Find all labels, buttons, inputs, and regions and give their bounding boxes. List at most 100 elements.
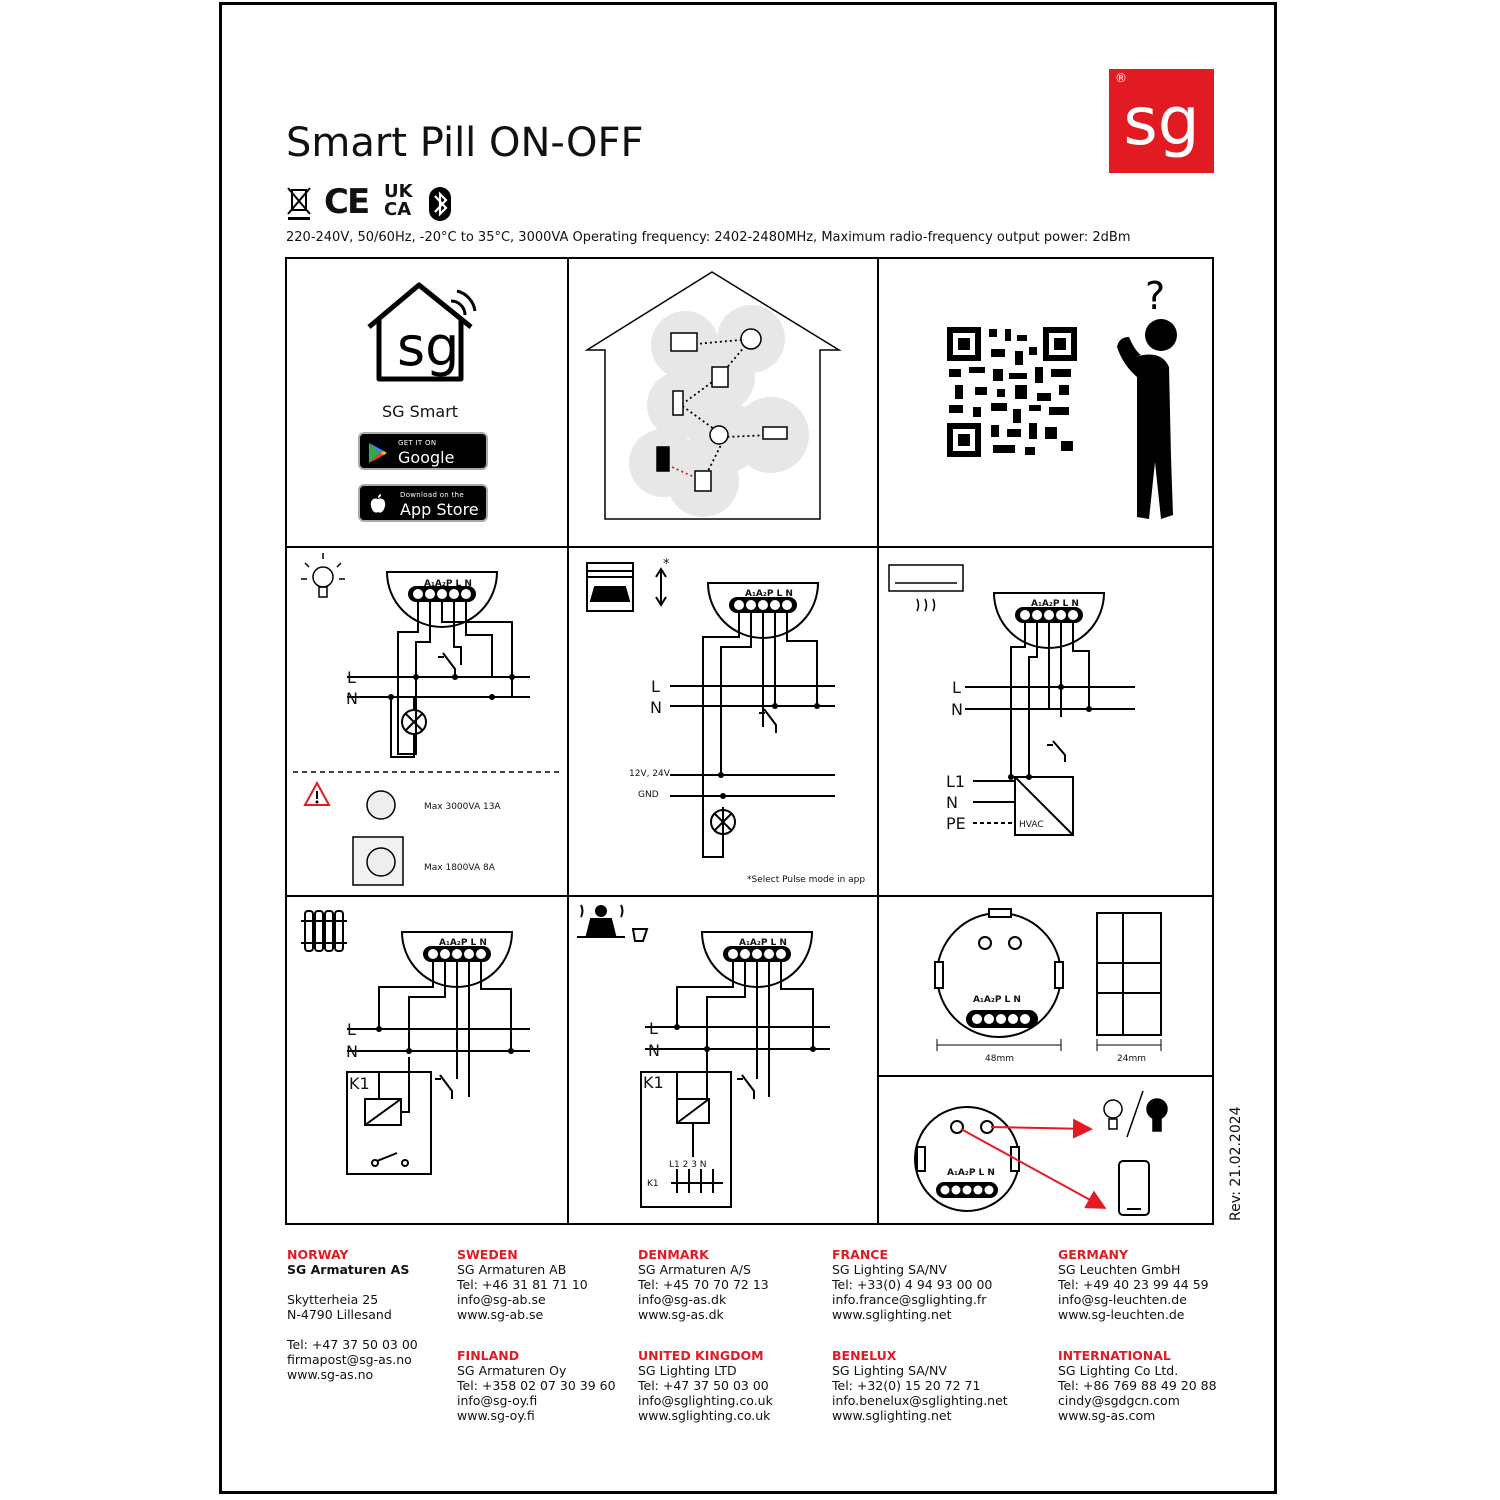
contact-finland: FINLAND SG Armaturen Oy Tel: +358 02 07 …	[457, 1348, 616, 1423]
ce-mark: CE	[324, 182, 370, 222]
contact-sweden: SWEDEN SG Armaturen AB Tel: +46 31 81 71…	[457, 1247, 588, 1322]
load-max-flush-box: Max 3000VA 13A	[424, 802, 501, 812]
contact-line	[287, 1277, 418, 1292]
terminal-labels-radiator: A₁A₂P L N	[439, 938, 487, 948]
contact-line: info.benelux@sglighting.net	[832, 1393, 1008, 1408]
terminal-labels-light: A₁A₂P L N	[424, 579, 472, 589]
contact-line: info@sg-ab.se	[457, 1292, 546, 1307]
low-voltage-label: 12V, 24V	[629, 769, 670, 779]
terminal-labels-buttons: A₁A₂P L N	[947, 1168, 995, 1178]
contact-country: NORWAY	[287, 1247, 349, 1262]
dimension-lines	[936, 1039, 1162, 1051]
wiring-light	[347, 602, 530, 758]
contact-company: SG Leuchten GmbH	[1058, 1262, 1181, 1277]
contact-line: Tel: +32(0) 15 20 72 71	[832, 1378, 981, 1393]
contact-line: Tel: +49 40 23 99 44 59	[1058, 1277, 1209, 1292]
load-max-surface-box: Max 1800VA 8A	[424, 863, 495, 873]
contact-company: SG Armaturen AS	[287, 1262, 410, 1277]
google-play-top-text: GET IT ON	[398, 439, 437, 447]
contact-international: INTERNATIONAL SG Lighting Co Ltd. Tel: +…	[1058, 1348, 1217, 1423]
hvac-unit-label: HVAC	[1019, 820, 1044, 830]
contact-country: INTERNATIONAL	[1058, 1348, 1171, 1363]
contact-line: info@sglighting.co.uk	[638, 1393, 773, 1408]
contact-line: www.sglighting.net	[832, 1307, 952, 1322]
device-icons	[656, 328, 788, 492]
contact-country: BENELUX	[832, 1348, 897, 1363]
contact-benelux: BENELUX SG Lighting SA/NV Tel: +32(0) 15…	[832, 1348, 1008, 1423]
contact-line: Tel: +47 37 50 03 00	[287, 1337, 418, 1352]
contact-line: info.france@sglighting.fr	[832, 1292, 987, 1307]
hvac-l1-label: L1	[946, 772, 966, 791]
wiring-garage	[670, 613, 835, 858]
contact-line: cindy@sgdgcn.com	[1058, 1393, 1180, 1408]
bulb-on-off-icon	[1103, 1090, 1168, 1138]
phase-label-radiator: L	[347, 1020, 356, 1039]
registered-mark: ®	[1115, 71, 1127, 85]
device-bubbles	[629, 305, 809, 517]
contact-country: FINLAND	[457, 1348, 520, 1363]
contact-line: info@sg-leuchten.de	[1058, 1292, 1187, 1307]
apple-icon	[370, 494, 386, 513]
contact-line: info@sg-as.dk	[638, 1292, 727, 1307]
contact-line: www.sg-as.com	[1058, 1408, 1156, 1423]
phase-label-light: L	[347, 668, 356, 687]
contact-line: Tel: +33(0) 4 94 93 00 00	[832, 1277, 993, 1292]
neutral-label-radiator: N	[346, 1042, 358, 1061]
contact-company: SG Lighting Co Ltd.	[1058, 1363, 1179, 1378]
garage-door-icon	[586, 562, 667, 612]
wiring-sauna	[640, 962, 830, 1208]
contact-line: firmapost@sg-as.no	[287, 1352, 412, 1367]
pulse-star-mark: *	[663, 557, 670, 572]
contact-line: www.sg-oy.fi	[457, 1408, 535, 1423]
smart-home-house-illustration	[584, 271, 842, 520]
contact-line: N-4790 Lillesand	[287, 1307, 392, 1322]
contact-line: Tel: +358 02 07 30 39 60	[457, 1378, 616, 1393]
brand-mark-text: sg	[1123, 83, 1200, 160]
width-dimension: 48mm	[985, 1054, 1014, 1064]
contact-country: UNITED KINGDOM	[638, 1348, 764, 1363]
relay-label-sauna: K1	[643, 1073, 664, 1092]
contact-line: Tel: +47 37 50 03 00	[638, 1378, 769, 1393]
contact-country: DENMARK	[638, 1247, 709, 1262]
google-play-badge[interactable]: GET IT ON Google Play	[358, 432, 488, 486]
pulse-mode-note: *Select Pulse mode in app	[747, 875, 866, 885]
ukca-mark-bottom: CA	[384, 199, 412, 220]
contact-germany: GERMANY SG Leuchten GmbH Tel: +49 40 23 …	[1058, 1247, 1209, 1322]
warning-triangle-icon	[303, 780, 331, 806]
module-buttons-view	[914, 1106, 1020, 1212]
diagram-grid: sg	[285, 257, 1214, 1225]
ground-label: GND	[638, 790, 659, 800]
terminal-labels-front: A₁A₂P L N	[973, 995, 1021, 1005]
relay-label-radiator: K1	[349, 1074, 370, 1093]
revision-date: Rev: 21.02.2024	[1225, 1106, 1245, 1225]
revision-text: Rev: 21.02.2024	[1228, 1106, 1244, 1221]
app-name: SG Smart	[382, 402, 459, 421]
hvac-pe-label: PE	[946, 814, 966, 833]
smartphone-icon	[1118, 1160, 1150, 1216]
terminal-labels-hvac: A₁A₂P L N	[1031, 599, 1079, 609]
contact-country: SWEDEN	[457, 1247, 518, 1262]
contact-company: SG Lighting SA/NV	[832, 1262, 947, 1277]
ukca-mark-top: UK	[384, 181, 413, 202]
contact-line: Tel: +45 70 70 72 13	[638, 1277, 769, 1292]
certification-marks: CE UK CA	[286, 181, 466, 224]
wiring-hvac	[965, 623, 1135, 836]
neutral-label-hvac: N	[951, 700, 963, 719]
contact-line: www.sglighting.co.uk	[638, 1408, 771, 1423]
relay-contact-label: K1	[647, 1179, 659, 1189]
google-play-main-text: Google Play	[398, 448, 455, 486]
product-title: Smart Pill ON-OFF	[286, 120, 644, 166]
sauna-icon	[577, 904, 649, 942]
contact-line	[287, 1322, 418, 1337]
light-bulb-icon	[301, 553, 345, 598]
qr-code	[947, 327, 1077, 457]
app-store-badge[interactable]: Download on the App Store	[358, 484, 488, 522]
contact-company: SG Lighting LTD	[638, 1363, 737, 1378]
app-store-top-text: Download on the	[400, 491, 464, 499]
phase-label-garage: L	[651, 677, 660, 696]
hvac-n-label: N	[946, 793, 958, 812]
neutral-label-sauna: N	[648, 1041, 660, 1060]
module-side-view	[1096, 912, 1162, 1036]
contact-line: info@sg-oy.fi	[457, 1393, 538, 1408]
contact-country: FRANCE	[832, 1247, 889, 1262]
